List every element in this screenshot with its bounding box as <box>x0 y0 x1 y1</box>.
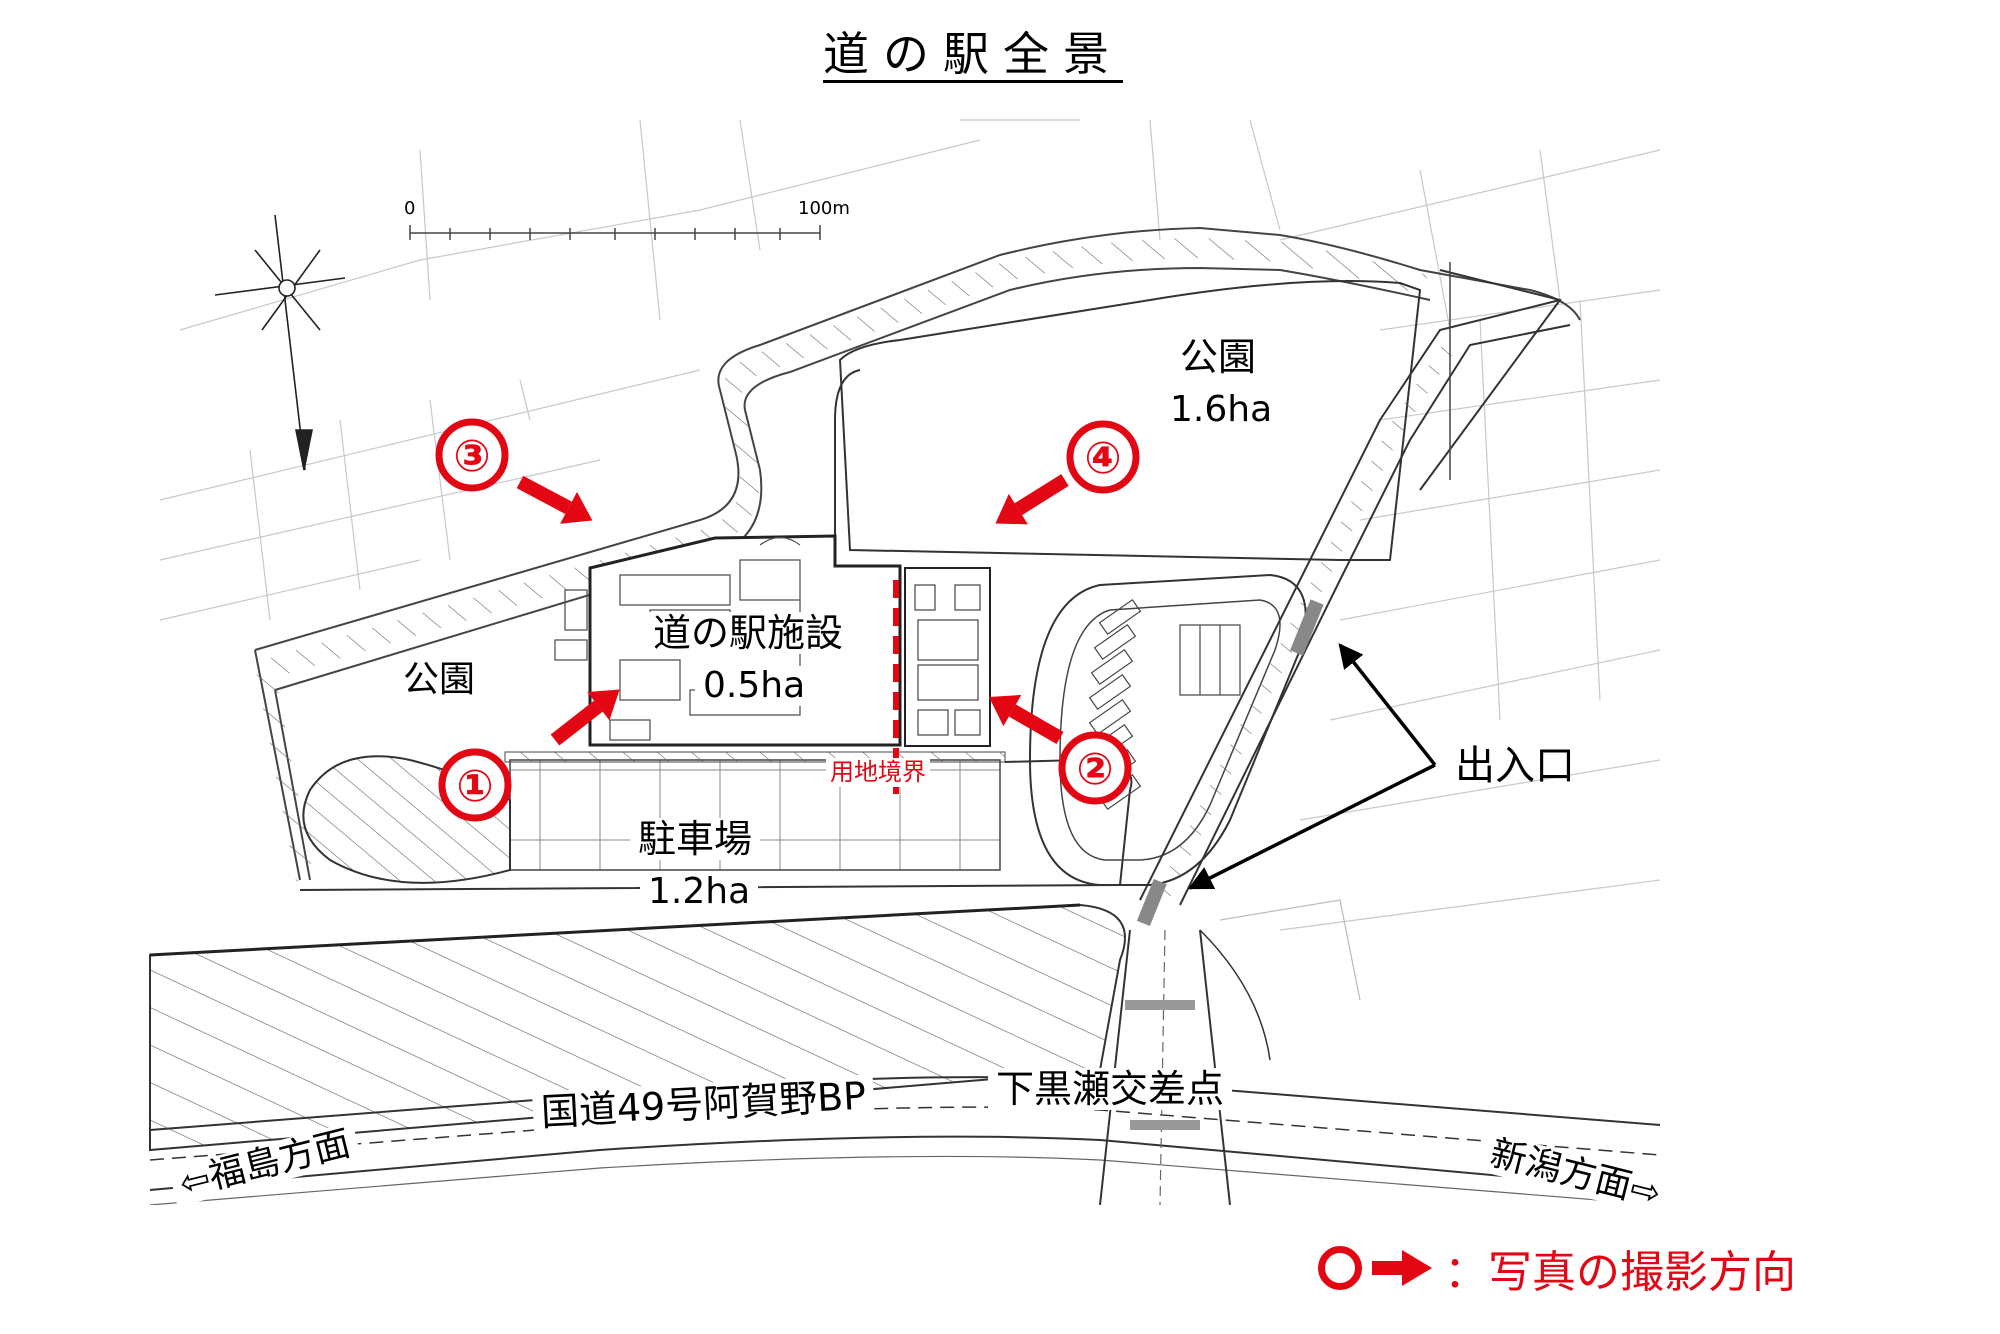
photo-arrow-2 <box>988 694 1064 745</box>
facility-size: 0.5ha <box>695 666 814 706</box>
compass-icon <box>214 214 346 471</box>
legend-circle-icon <box>1318 1246 1362 1290</box>
scale-bar <box>409 225 821 240</box>
park-north-name: 公園 <box>1180 335 1257 379</box>
photo-arrow-1 <box>550 689 620 746</box>
park-west-name: 公園 <box>403 659 476 700</box>
photo-point-4-label: ④ <box>1084 433 1121 484</box>
parking-name: 駐車場 <box>630 818 761 860</box>
facility-name: 道の駅施設 <box>645 612 852 654</box>
photo-points: ① ② ③ ④ <box>435 418 1140 822</box>
page-title: 道の駅全景 <box>823 27 1123 81</box>
park-north-size: 1.6ha <box>1170 389 1273 430</box>
photo-arrow-4 <box>995 474 1069 525</box>
photo-arrow-3 <box>516 475 593 524</box>
photo-point-3: ③ <box>435 418 509 492</box>
scale-max-label: 100m <box>798 198 850 219</box>
scale-zero-label: 0 <box>404 198 416 219</box>
photo-direction-arrows <box>516 474 1069 746</box>
legend: ：写真の撮影方向 <box>1318 1238 1796 1298</box>
base-map <box>149 119 1661 1205</box>
intersection-label: 下黒瀬交差点 <box>988 1068 1233 1110</box>
photo-point-2-label: ② <box>1076 744 1113 795</box>
photo-point-1-label: ① <box>456 761 493 812</box>
photo-point-2: ② <box>1058 731 1132 805</box>
boundary-label: 用地境界 <box>826 758 930 787</box>
photo-point-4: ④ <box>1066 420 1140 494</box>
photo-point-1: ① <box>438 748 512 822</box>
legend-arrow-icon <box>1372 1250 1432 1286</box>
parking-size: 1.2ha <box>640 872 759 912</box>
legend-text: ：写真の撮影方向 <box>1444 1247 1796 1298</box>
photo-point-3-label: ③ <box>453 431 490 482</box>
entrance-arrows <box>1187 643 1437 890</box>
entrance-label: 出入口 <box>1455 743 1575 789</box>
